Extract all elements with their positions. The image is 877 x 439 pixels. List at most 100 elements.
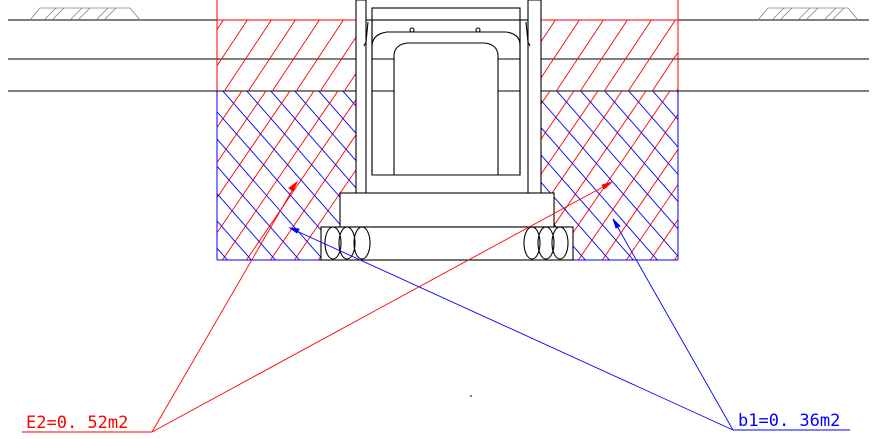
hatch-line xyxy=(843,89,877,262)
hatch-line xyxy=(627,20,676,91)
hatch-line xyxy=(0,89,109,262)
hatch-line xyxy=(217,138,324,260)
hatch-line xyxy=(651,51,678,91)
hatch-line xyxy=(541,91,575,140)
leader-lines-red xyxy=(22,180,613,433)
hatch-line xyxy=(541,126,658,260)
hatch-line xyxy=(217,220,252,260)
hatch-line xyxy=(0,89,51,262)
hatch-line xyxy=(677,89,829,262)
hatch-line xyxy=(577,113,678,260)
hatch-line xyxy=(103,18,153,93)
hatch-line xyxy=(247,20,296,91)
hatch-line xyxy=(747,18,797,93)
hatch-line xyxy=(7,18,57,93)
hatch-line xyxy=(699,18,749,93)
hatch-line xyxy=(747,89,877,262)
hatch-line xyxy=(773,89,877,262)
hatch-line xyxy=(652,91,678,121)
hatch-line xyxy=(607,18,657,93)
hatch-line xyxy=(819,18,869,93)
channel-structure xyxy=(355,0,542,194)
hatch-line xyxy=(541,154,634,260)
hatch-line xyxy=(535,18,585,93)
hatch-line xyxy=(745,89,863,262)
hatch-line xyxy=(676,91,678,94)
hatch-line xyxy=(819,89,877,262)
hatch-line xyxy=(0,89,61,262)
hatch-line xyxy=(293,169,356,260)
hatch-line xyxy=(221,91,339,260)
hatch-line xyxy=(29,89,147,262)
hatch-line xyxy=(0,89,27,262)
hatch-line xyxy=(217,91,267,164)
hatch-line xyxy=(867,89,877,262)
ground-hatch-right xyxy=(757,7,859,21)
hatch-line xyxy=(0,89,75,262)
hatch-line xyxy=(865,89,877,262)
hatch-line xyxy=(771,89,877,262)
hatch-line xyxy=(697,89,815,262)
hatch-line xyxy=(77,89,195,262)
hatch-line xyxy=(841,89,877,262)
hatch-line xyxy=(723,89,875,262)
hatch-line xyxy=(580,91,678,203)
hatch-line xyxy=(605,89,757,262)
hatch-line xyxy=(127,18,177,93)
excavation-outline xyxy=(216,0,679,91)
hatch-line xyxy=(629,89,781,262)
hatch-line xyxy=(649,218,678,260)
hatch-line xyxy=(701,89,819,262)
hatch-line xyxy=(723,18,773,93)
hatch-line xyxy=(555,20,604,91)
hatch-line xyxy=(675,87,678,91)
hatch-line xyxy=(318,91,356,135)
hatch-line xyxy=(821,89,877,262)
hatch-line xyxy=(271,20,320,91)
hatch-line xyxy=(773,89,877,262)
hatch-line xyxy=(793,89,877,262)
hatch-line xyxy=(625,183,678,260)
hatch-line xyxy=(559,18,609,93)
hatch-line xyxy=(5,89,157,262)
hatch-line xyxy=(795,18,845,93)
hatch-line xyxy=(557,89,709,262)
hatch-line xyxy=(343,72,356,91)
hatch-line xyxy=(673,253,678,260)
hatch-line xyxy=(29,89,181,262)
hatch-line xyxy=(677,89,795,262)
hatch-line xyxy=(628,91,678,148)
hatch-line xyxy=(699,89,851,262)
hatch-line xyxy=(725,89,843,262)
hatch-line xyxy=(579,20,628,91)
hatch-line xyxy=(541,20,580,79)
hatch-line xyxy=(631,18,681,93)
hatch-line xyxy=(217,192,276,260)
gravel-foundation xyxy=(320,226,574,261)
hatch-line xyxy=(721,89,839,262)
hatch-line xyxy=(79,18,129,93)
hatch-line xyxy=(581,89,699,262)
hatch-line xyxy=(541,181,610,260)
base-slab xyxy=(339,192,555,228)
hatch-line xyxy=(217,20,248,67)
hatch-line xyxy=(294,91,356,162)
hatch-line xyxy=(53,89,171,262)
hatch-line xyxy=(217,247,228,260)
ground-hatch-left xyxy=(29,7,141,21)
hatch-line xyxy=(541,20,556,43)
hatch-line xyxy=(541,99,678,257)
hatch-line xyxy=(31,18,81,93)
hatch-line xyxy=(270,91,356,189)
backfill-area-label: b1=0. 36m2 xyxy=(738,411,840,431)
hatch-line xyxy=(217,91,243,129)
hatch-line xyxy=(245,98,356,260)
hatch-line xyxy=(217,165,300,260)
hatch-line xyxy=(0,89,133,262)
hatch-line xyxy=(217,91,219,94)
hatch-line xyxy=(797,89,877,262)
hatch-line xyxy=(557,89,675,262)
hatch-line xyxy=(581,89,733,262)
hatch-line xyxy=(0,89,85,262)
